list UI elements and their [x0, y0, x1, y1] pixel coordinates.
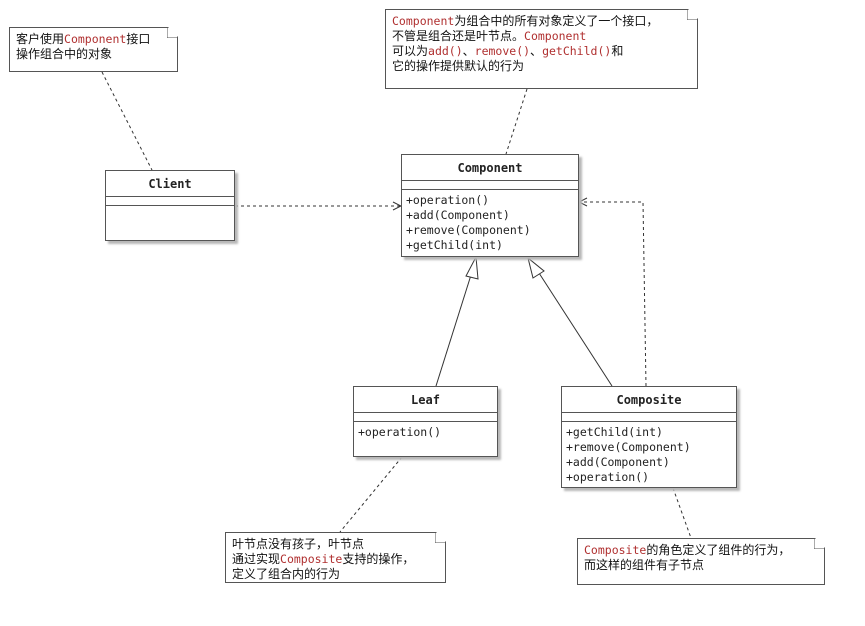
class-methods: +operation() — [354, 422, 497, 440]
note-text: 和 — [611, 44, 624, 58]
composite-note: Composite的角色定义了组件的行为， 而这样的组件有子节点 — [577, 538, 825, 585]
composite-note-anchor — [672, 487, 692, 539]
note-text: 支持的操作， — [342, 552, 415, 566]
component-class[interactable]: Component +operation()+add(Component)+re… — [401, 154, 579, 257]
note-text: 、 — [462, 44, 475, 58]
class-name: Leaf — [354, 387, 497, 413]
leaf-inheritance-line — [435, 274, 472, 387]
client-class[interactable]: Client — [105, 170, 235, 241]
client-note-line-2: 操作组合中的对象 — [16, 47, 113, 61]
method-item: +operation() — [566, 470, 650, 484]
class-attributes — [106, 197, 234, 206]
component-note-line-2: 不管是组合还是叶节点。Component — [392, 29, 691, 44]
class-name: Client — [106, 171, 234, 197]
note-text: 的角色定义了组件的行为， — [646, 543, 791, 557]
component-note-anchor — [505, 88, 528, 155]
composite-note-line-1: Composite的角色定义了组件的行为， — [584, 543, 818, 558]
note-text: 客户使用 — [16, 32, 65, 46]
component-note-line-4: 它的操作提供默认的行为 — [392, 59, 525, 73]
composite-inheritance-line — [538, 272, 613, 387]
leaf-note-anchor — [339, 456, 403, 533]
leaf-note-line-2: 通过实现Composite支持的操作， — [232, 552, 439, 567]
component-note-line-3: 可以为add()、remove()、getChild()和 — [392, 44, 691, 59]
class-attributes — [402, 181, 578, 190]
leaf-note: 叶节点没有孩子，叶节点 通过实现Composite支持的操作， 定义了组合内的行… — [225, 532, 446, 583]
note-text: 、 — [530, 44, 543, 58]
note-code-text: getChild() — [542, 44, 612, 58]
class-name: Composite — [562, 387, 736, 413]
note-code-text: Composite — [584, 543, 647, 557]
client-note-line-1: 客户使用Component接口 — [16, 32, 171, 47]
method-item: +operation() — [406, 193, 490, 207]
note-code-text: Component — [524, 29, 587, 43]
method-item: +add(Component) — [406, 208, 510, 222]
leaf-inheritance-triangle — [465, 255, 479, 280]
method-item: +getChild(int) — [566, 425, 663, 439]
leaf-note-line-3: 定义了组合内的行为 — [232, 567, 341, 581]
method-item: +operation() — [358, 425, 442, 439]
class-attributes — [562, 413, 736, 422]
leaf-note-line-1: 叶节点没有孩子，叶节点 — [232, 537, 365, 551]
note-text: 不管是组合还是叶节点。 — [392, 29, 525, 43]
class-methods — [106, 206, 234, 209]
note-code-text: Composite — [280, 552, 343, 566]
note-text: 可以为 — [392, 44, 429, 58]
composite-to-component-arrow — [579, 202, 647, 387]
composite-note-line-2: 而这样的组件有子节点 — [584, 558, 705, 572]
composite-inheritance-triangle — [527, 256, 545, 279]
class-attributes — [354, 413, 497, 422]
component-note-line-1: Component为组合中的所有对象定义了一个接口， — [392, 14, 691, 29]
note-code-text: Component — [392, 14, 455, 28]
method-item: +getChild(int) — [406, 238, 503, 252]
note-code-text: add() — [428, 44, 463, 58]
note-text: 通过实现 — [232, 552, 281, 566]
note-text: 为组合中的所有对象定义了一个接口， — [454, 14, 659, 28]
method-item: +remove(Component) — [566, 440, 691, 454]
class-name: Component — [402, 155, 578, 181]
method-item: +remove(Component) — [406, 223, 531, 237]
note-code-text: Component — [64, 32, 127, 46]
client-note-anchor — [101, 71, 153, 171]
class-methods: +getChild(int)+remove(Component)+add(Com… — [562, 422, 736, 485]
client-note: 客户使用Component接口 操作组合中的对象 — [9, 27, 178, 72]
method-item: +add(Component) — [566, 455, 670, 469]
class-methods: +operation()+add(Component)+remove(Compo… — [402, 190, 578, 253]
component-note: Component为组合中的所有对象定义了一个接口， 不管是组合还是叶节点。Co… — [385, 9, 698, 89]
composite-class[interactable]: Composite +getChild(int)+remove(Componen… — [561, 386, 737, 488]
note-text: 接口 — [126, 32, 151, 46]
note-code-text: remove() — [474, 44, 531, 58]
leaf-class[interactable]: Leaf +operation() — [353, 386, 498, 457]
